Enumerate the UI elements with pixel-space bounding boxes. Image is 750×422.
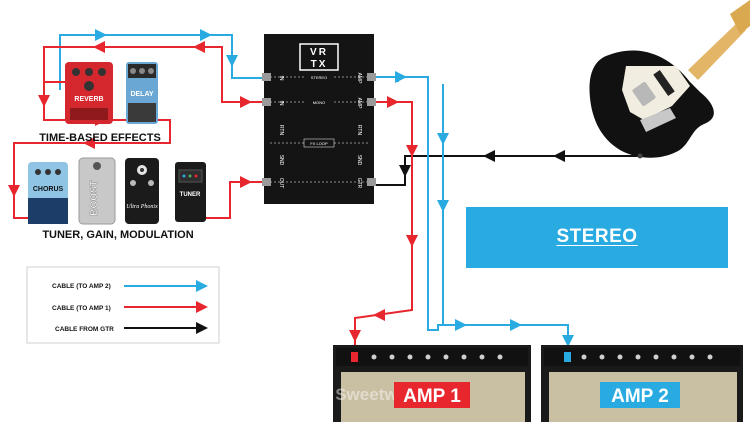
- vrtx-stereo-label: STEREO: [311, 75, 327, 80]
- guitar-illustration: [589, 0, 750, 159]
- boost-pedal-label: BOOST: [89, 180, 100, 216]
- tuner-pedal: TUNER: [175, 162, 206, 222]
- vrtx-logo-bottom: TX: [311, 59, 328, 70]
- tuner-gain-modulation-label: TUNER, GAIN, MODULATION: [42, 229, 193, 241]
- vrtx-in-label-2: IN: [278, 101, 284, 106]
- amp1: Sweetwater AMP 1: [333, 345, 531, 422]
- chorus-pedal-label: CHORUS: [33, 186, 64, 193]
- time-based-effects-label: TIME-BASED EFFECTS: [39, 132, 161, 144]
- vrtx-out-label: OUT: [278, 178, 284, 189]
- tuner-pedal-label: TUNER: [180, 192, 201, 198]
- legend-label-amp1: CABLE (TO AMP 1): [52, 305, 111, 312]
- ultra-phonix-pedal: Ultra Phonix: [125, 158, 159, 224]
- vrtx-mono-label: MONO: [313, 100, 325, 105]
- vrtx-unit: VR TX STEREO MONO FX LOOP IN IN RTN SND …: [262, 34, 376, 204]
- amp1-label: AMP 1: [403, 386, 461, 407]
- vrtx-rtn-label-right: RTN: [356, 125, 362, 136]
- stereo-banner: STEREO: [466, 207, 728, 268]
- vrtx-gtr-label: GTR: [356, 178, 362, 189]
- reverb-pedal: REVERB: [65, 62, 113, 124]
- vrtx-amp-label-2: AMP: [356, 98, 362, 110]
- cable-to-amp2: [59, 29, 574, 352]
- vrtx-in-label-1: IN: [278, 76, 284, 81]
- boost-pedal: BOOST: [78, 157, 116, 225]
- vrtx-logo-top: VR: [310, 47, 328, 58]
- cable-from-guitar: [375, 150, 640, 186]
- vrtx-fx-loop-label: FX LOOP: [310, 141, 328, 146]
- amp2: AMP 2: [541, 345, 743, 422]
- legend-label-gtr: CABLE FROM GTR: [55, 326, 114, 333]
- amp2-label: AMP 2: [611, 386, 669, 407]
- ultra-phonix-pedal-label: Ultra Phonix: [126, 204, 158, 210]
- stereo-banner-label: STEREO: [556, 226, 638, 247]
- vrtx-amp-label-1: AMP: [356, 73, 362, 85]
- vrtx-rtn-label-left: RTN: [278, 125, 284, 136]
- delay-pedal-label: DELAY: [130, 91, 153, 98]
- cable-legend: CABLE (TO AMP 2) CABLE (TO AMP 1) CABLE …: [26, 266, 220, 344]
- vrtx-snd-label-right: SND: [356, 155, 362, 166]
- legend-label-amp2: CABLE (TO AMP 2): [52, 283, 111, 290]
- vrtx-snd-label-left: SND: [278, 155, 284, 166]
- delay-pedal: DELAY: [126, 62, 158, 124]
- reverb-pedal-label: REVERB: [74, 96, 103, 103]
- chorus-pedal: CHORUS: [28, 162, 68, 224]
